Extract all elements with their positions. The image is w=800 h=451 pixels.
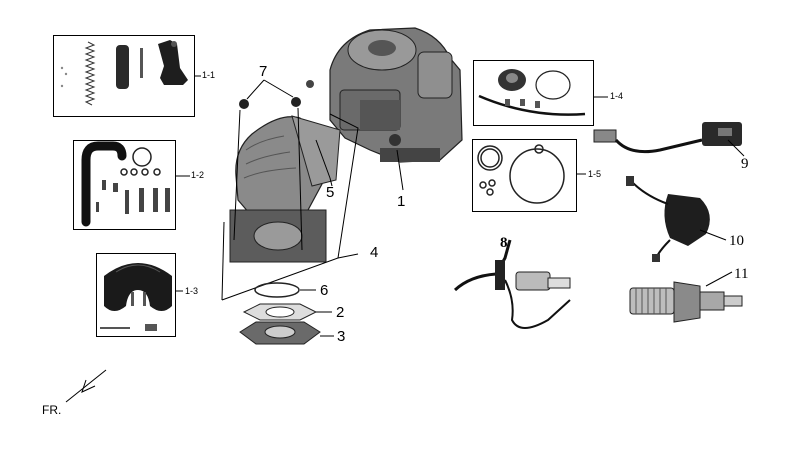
label-part-2: 2 <box>336 304 345 321</box>
label-part-11: 11 <box>734 266 749 282</box>
part-8-harness <box>453 239 571 329</box>
intake-manifold <box>229 115 341 263</box>
jets-1-2 <box>96 180 170 214</box>
part-10-cap <box>626 176 710 262</box>
label-1-2: 1-2 <box>191 170 205 180</box>
label-part-4: 4 <box>370 244 379 261</box>
label-1-3: 1-3 <box>185 286 199 296</box>
carburetor-body <box>306 27 463 163</box>
label-part-7: 7 <box>259 63 268 80</box>
o-ring-6 <box>254 282 300 298</box>
label-part-10: 10 <box>729 233 744 249</box>
gasket-2 <box>242 303 318 321</box>
label-1-4: 1-4 <box>610 91 624 101</box>
part-11-sensor <box>629 281 743 323</box>
spring-part <box>84 41 96 106</box>
insulator-3 <box>239 321 321 345</box>
part-9-wire <box>593 122 742 154</box>
nuts-7 <box>239 97 301 109</box>
label-1-5: 1-5 <box>588 169 602 179</box>
label-part-1: 1 <box>397 193 406 210</box>
plunger-part <box>158 40 188 85</box>
gasket-1-3 <box>104 263 172 311</box>
cover-1-4 <box>478 69 586 116</box>
small-parts-1-1 <box>60 66 68 88</box>
direction-label: FR. <box>42 403 62 417</box>
label-part-5: 5 <box>326 184 335 201</box>
direction-arrow-icon <box>65 369 107 403</box>
screws-1-3 <box>100 292 157 331</box>
label-part-8: 8 <box>500 235 508 251</box>
float-needle-part <box>116 45 143 89</box>
label-1-1: 1-1 <box>202 70 216 80</box>
o-rings-1-2 <box>120 147 161 176</box>
gaskets-1-5 <box>477 144 565 204</box>
label-part-3: 3 <box>337 328 346 345</box>
label-part-6: 6 <box>320 282 329 299</box>
label-part-9: 9 <box>741 156 749 172</box>
hose-part <box>81 141 127 227</box>
